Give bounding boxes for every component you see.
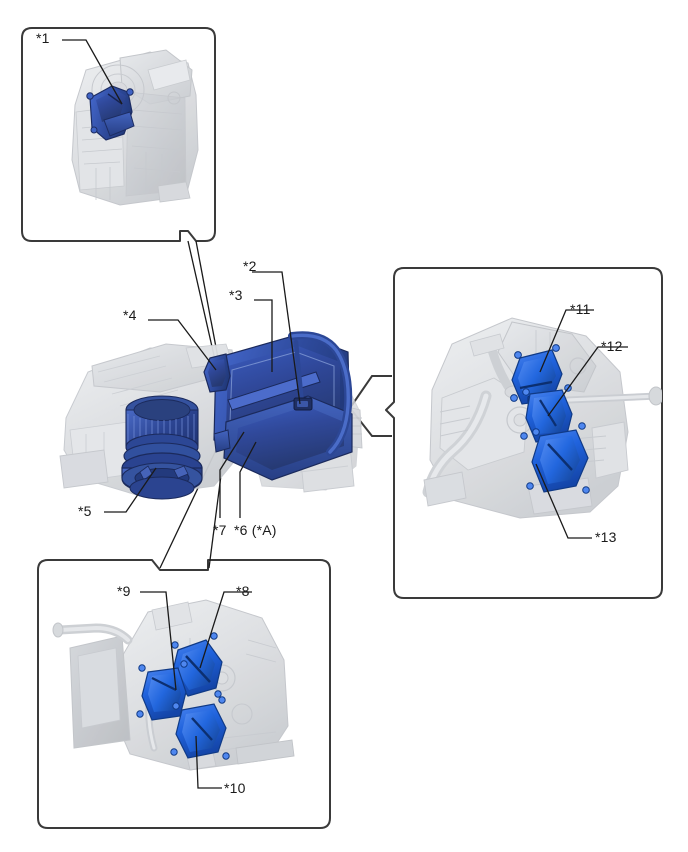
callout-label-3: *3	[229, 287, 243, 303]
panel-bottom-left	[37, 559, 331, 829]
leader-line-5	[104, 467, 157, 513]
panel-bottom-left-illustration	[52, 599, 295, 771]
highlight-part-6	[223, 395, 353, 481]
callout-label-2: *2	[243, 258, 257, 274]
panel-right-illustration	[422, 317, 662, 519]
callout-label-8: *8	[236, 583, 250, 599]
callout-label-7: *7	[213, 522, 227, 538]
leader-line-2	[252, 271, 301, 405]
leader-line-11	[539, 309, 594, 373]
leader-line-1	[62, 39, 123, 105]
leader-line-6	[239, 441, 257, 518]
highlight-part-7-tab	[213, 429, 231, 453]
callout-label-9: *9	[117, 583, 131, 599]
leader-line-8	[199, 591, 252, 669]
panel-top-left	[21, 27, 216, 242]
callout-label-6: *6 (*A)	[234, 522, 277, 538]
leader-line-13	[535, 463, 592, 539]
highlight-part-13	[526, 422, 590, 494]
callout-label-1: *1	[36, 30, 50, 46]
callout-label-10: *10	[224, 780, 246, 796]
callout-label-13: *13	[595, 529, 617, 545]
leader-line-4	[148, 319, 217, 371]
panel-right	[385, 267, 663, 599]
callout-label-11: *11	[570, 301, 591, 317]
leader-line-12	[547, 346, 628, 417]
highlight-part-10	[170, 696, 230, 760]
panel-top-left-connector	[187, 240, 219, 361]
leader-line-10	[195, 735, 222, 789]
leader-line-3	[254, 299, 273, 372]
callout-label-5: *5	[78, 503, 92, 519]
highlight-part-5	[121, 395, 203, 500]
leader-line-7	[219, 431, 245, 518]
center-assembly	[59, 271, 363, 518]
leader-line-9	[140, 591, 177, 691]
callout-label-12: *12	[601, 338, 623, 354]
panel-right-connector-upper	[349, 375, 392, 409]
callout-label-4: *4	[123, 307, 137, 323]
panel-top-left-illustration	[71, 49, 199, 206]
